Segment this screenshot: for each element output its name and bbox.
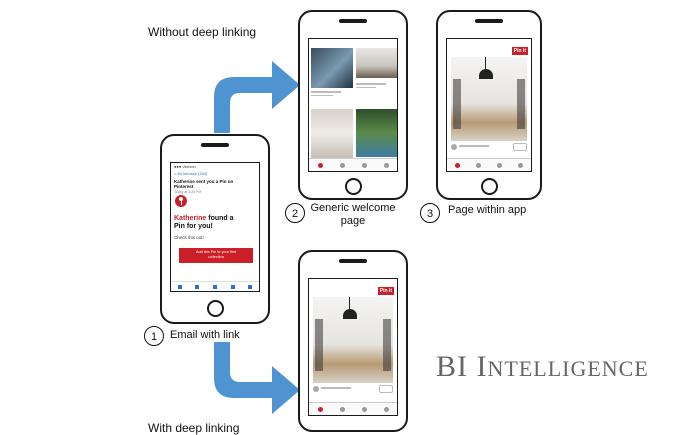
notifications-tab-icon[interactable] <box>497 162 502 168</box>
deep-link-phone: Pin it <box>298 250 408 432</box>
reply-icon[interactable] <box>230 284 235 289</box>
pinterest-logo-icon <box>175 195 187 207</box>
speaker <box>475 19 503 23</box>
avatar[interactable] <box>313 386 319 392</box>
with-deep-linking-title: With deep linking <box>148 421 240 435</box>
pin-it-button[interactable]: Pin it <box>511 47 528 55</box>
tab-bar <box>309 402 397 415</box>
home-tab-icon[interactable] <box>455 162 460 168</box>
bi-intelligence-logo: BI INTELLIGENCE <box>436 350 649 383</box>
pin-image[interactable] <box>313 297 393 383</box>
without-deep-linking-title: Without deep linking <box>148 25 257 39</box>
visit-button[interactable] <box>379 385 393 393</box>
avatar[interactable] <box>451 144 457 150</box>
email-phone: ●●● Verizon < All Inboxes (343) Katherin… <box>160 134 270 324</box>
email-body: Check this out! <box>174 235 204 240</box>
pin-source <box>459 145 489 147</box>
arrow-down-icon <box>214 342 300 414</box>
profile-tab-icon[interactable] <box>383 406 389 412</box>
welcome-screen <box>308 38 398 172</box>
archive-icon[interactable] <box>212 284 217 289</box>
arrow-up-icon <box>214 61 300 133</box>
tab-bar <box>309 158 397 171</box>
step-2-badge: 2 <box>285 203 305 223</box>
pin-it-button[interactable]: Pin it <box>377 287 394 295</box>
folder-icon[interactable] <box>195 284 200 289</box>
pin-page-screen: Pin it <box>446 38 532 172</box>
speaker <box>201 143 229 147</box>
speaker <box>339 19 367 23</box>
step-1-label: Email with link <box>170 329 240 341</box>
search-tab-icon[interactable] <box>476 162 481 168</box>
pin-page-phone: Pin it <box>436 10 542 200</box>
tab-bar <box>447 158 531 171</box>
email-date: Today at 3:28 PM <box>174 190 202 194</box>
pin-image[interactable] <box>451 57 527 141</box>
step-1-badge: 1 <box>144 326 164 346</box>
status-bar <box>309 39 397 46</box>
notifications-tab-icon[interactable] <box>361 406 367 412</box>
home-button <box>206 300 224 317</box>
status-bar: ●●● Verizon <box>174 164 196 169</box>
profile-tab-icon[interactable] <box>383 162 389 168</box>
search-tab-icon[interactable] <box>339 406 345 412</box>
email-screen: ●●● Verizon < All Inboxes (343) Katherin… <box>170 162 260 292</box>
back-link[interactable]: < All Inboxes (343) <box>174 171 208 176</box>
status-bar <box>447 39 531 46</box>
pin-thumbnail[interactable] <box>356 48 397 78</box>
mail-toolbar <box>171 281 259 291</box>
welcome-phone <box>298 10 408 200</box>
home-tab-icon[interactable] <box>317 162 323 168</box>
step-3-badge: 3 <box>420 203 440 223</box>
pin-source <box>321 387 351 389</box>
deep-link-screen: Pin it <box>308 278 398 416</box>
profile-tab-icon[interactable] <box>518 162 523 168</box>
pin-thumbnail[interactable] <box>356 109 397 157</box>
notifications-tab-icon[interactable] <box>361 162 367 168</box>
speaker <box>339 259 367 263</box>
home-button <box>344 178 362 195</box>
pin-caption <box>311 89 353 99</box>
pin-caption <box>356 80 397 92</box>
home-button <box>480 178 498 195</box>
compose-icon[interactable] <box>248 284 253 289</box>
flag-icon[interactable] <box>177 284 182 289</box>
step-3-label: Page within app <box>448 204 527 216</box>
pin-thumbnail[interactable] <box>311 109 353 159</box>
visit-button[interactable] <box>513 143 527 151</box>
status-bar <box>309 279 397 286</box>
home-tab-icon[interactable] <box>317 406 323 412</box>
pin-thumbnail[interactable] <box>311 48 353 88</box>
search-tab-icon[interactable] <box>339 162 345 168</box>
